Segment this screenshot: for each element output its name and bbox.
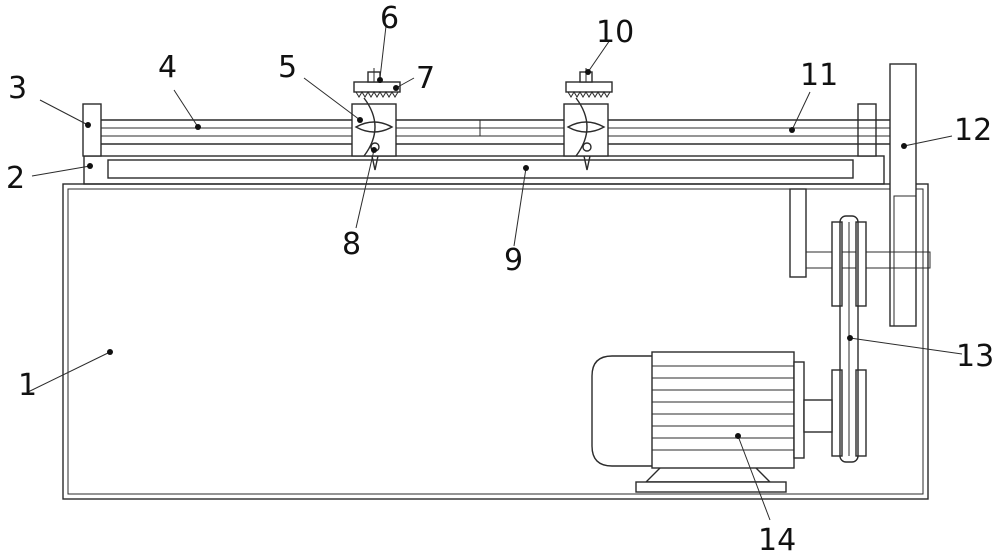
label-10: 10 xyxy=(596,15,634,50)
end-post-right xyxy=(857,103,877,157)
end-post-left xyxy=(82,103,102,157)
label-12: 12 xyxy=(954,113,992,148)
label-6: 6 xyxy=(380,1,399,36)
label-8: 8 xyxy=(342,227,361,262)
adjuster-1 xyxy=(353,68,401,98)
cutter-carriage-2 xyxy=(563,97,609,171)
label-13: 13 xyxy=(956,339,994,374)
support-bracket xyxy=(789,188,931,278)
motor xyxy=(591,351,833,493)
guide-bars xyxy=(101,119,890,145)
label-3: 3 xyxy=(8,71,27,106)
anchor-dots xyxy=(85,69,907,439)
label-11: 11 xyxy=(800,58,838,93)
base-plate xyxy=(83,155,885,185)
label-4: 4 xyxy=(158,50,177,85)
label-14: 14 xyxy=(758,523,796,557)
label-7: 7 xyxy=(416,61,435,96)
leader-lines xyxy=(27,25,963,521)
label-1: 1 xyxy=(18,368,37,403)
label-5: 5 xyxy=(278,50,297,85)
label-9: 9 xyxy=(504,243,523,278)
cutter-carriage-1 xyxy=(351,97,397,171)
label-2: 2 xyxy=(6,161,25,196)
lower-rail xyxy=(107,159,854,179)
drive-plate xyxy=(889,63,917,327)
